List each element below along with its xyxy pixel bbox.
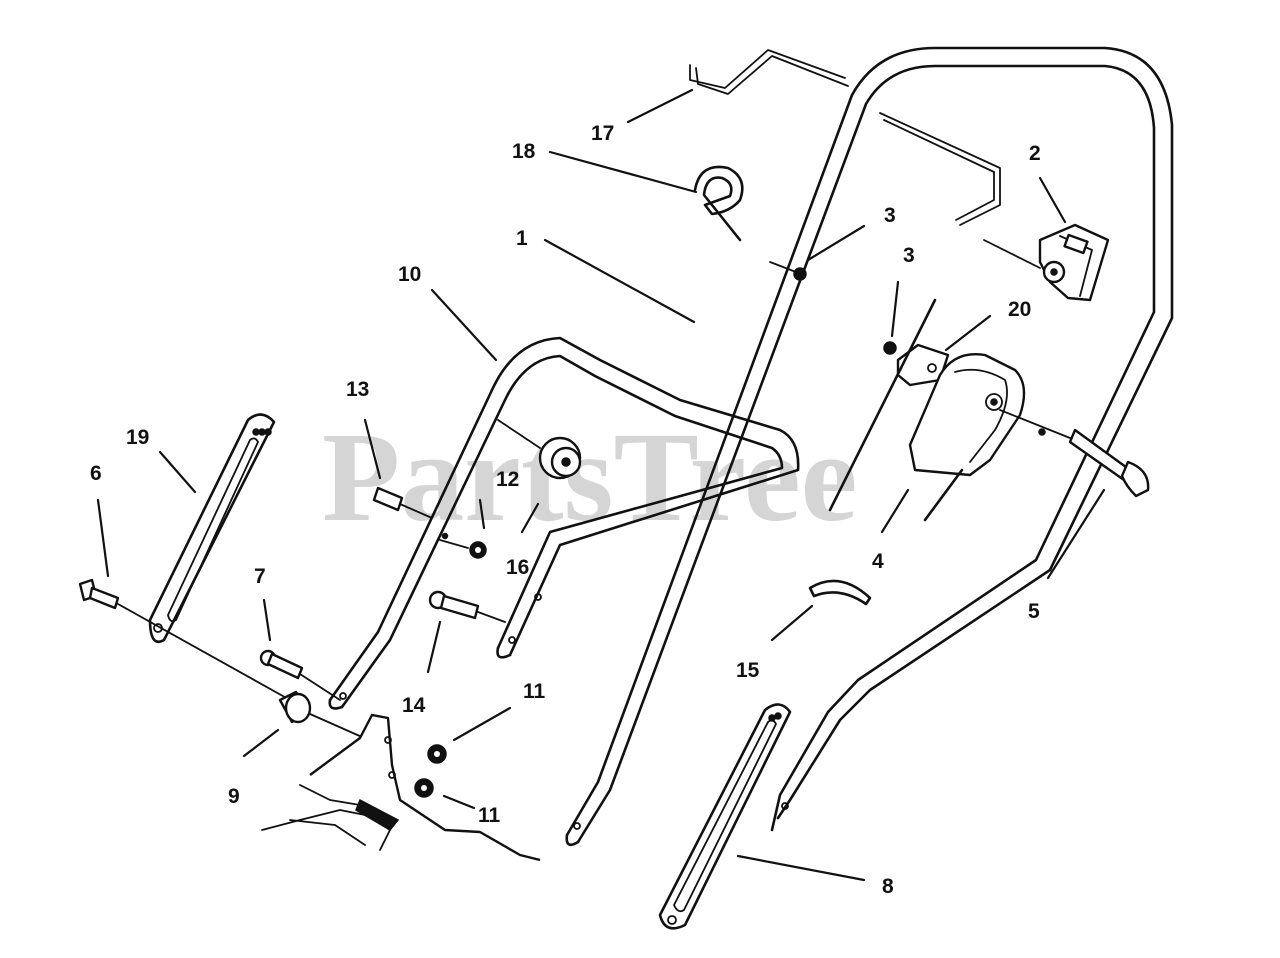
callout-3-upper: 3 bbox=[884, 204, 896, 227]
part-2-bracket bbox=[983, 223, 1110, 302]
part-13-stud bbox=[372, 486, 433, 519]
callout-labels: 17 18 1 2 3 3 20 10 13 19 6 12 16 7 4 5 … bbox=[90, 122, 1041, 898]
part-6-long-bolt bbox=[78, 578, 291, 701]
part-19-adjust-bar-left bbox=[148, 413, 276, 644]
part-3-nut-upper bbox=[769, 261, 807, 281]
callout-3-lower: 3 bbox=[903, 244, 915, 267]
callout-9: 9 bbox=[228, 785, 240, 808]
callout-2: 2 bbox=[1029, 142, 1041, 165]
callout-11-upper: 11 bbox=[523, 680, 546, 703]
deck-bracket bbox=[261, 713, 541, 862]
callout-18: 18 bbox=[512, 140, 536, 163]
callout-13: 13 bbox=[346, 378, 369, 401]
callout-16: 16 bbox=[506, 556, 529, 579]
callout-17: 17 bbox=[591, 122, 614, 145]
callout-10: 10 bbox=[398, 263, 421, 286]
watermark: PartsTree bbox=[322, 406, 857, 548]
callout-4: 4 bbox=[872, 550, 884, 573]
part-11-nut-upper bbox=[427, 744, 447, 764]
part-11-nut-lower bbox=[414, 778, 434, 798]
callout-7: 7 bbox=[254, 565, 266, 588]
callout-14: 14 bbox=[402, 694, 426, 717]
callout-19: 19 bbox=[126, 426, 149, 449]
part-16-knob bbox=[497, 419, 582, 480]
part-1-upper-handle bbox=[565, 46, 1174, 847]
callout-5: 5 bbox=[1028, 600, 1040, 623]
part-4-control-lever bbox=[828, 298, 1026, 522]
callout-6: 6 bbox=[90, 462, 102, 485]
callout-8: 8 bbox=[882, 875, 894, 898]
callout-11-lower: 11 bbox=[478, 804, 501, 827]
part-8-adjust-bar-right bbox=[658, 703, 792, 930]
part-5-carriage-bolt bbox=[999, 409, 1150, 498]
part-3-nut-lower bbox=[883, 341, 897, 355]
part-17-bail-wire bbox=[689, 49, 1001, 226]
part-12-nut bbox=[439, 532, 487, 559]
part-15-clip bbox=[808, 579, 872, 606]
callout-15: 15 bbox=[736, 659, 760, 682]
part-14-bolt bbox=[428, 590, 506, 623]
callout-1: 1 bbox=[516, 227, 528, 250]
callout-20: 20 bbox=[1008, 298, 1031, 321]
leader-lines bbox=[96, 88, 1106, 882]
part-10-lower-handle bbox=[328, 336, 800, 710]
part-18-cable-guide bbox=[693, 165, 744, 242]
part-7-bolt bbox=[259, 649, 341, 701]
callout-12: 12 bbox=[496, 468, 519, 491]
